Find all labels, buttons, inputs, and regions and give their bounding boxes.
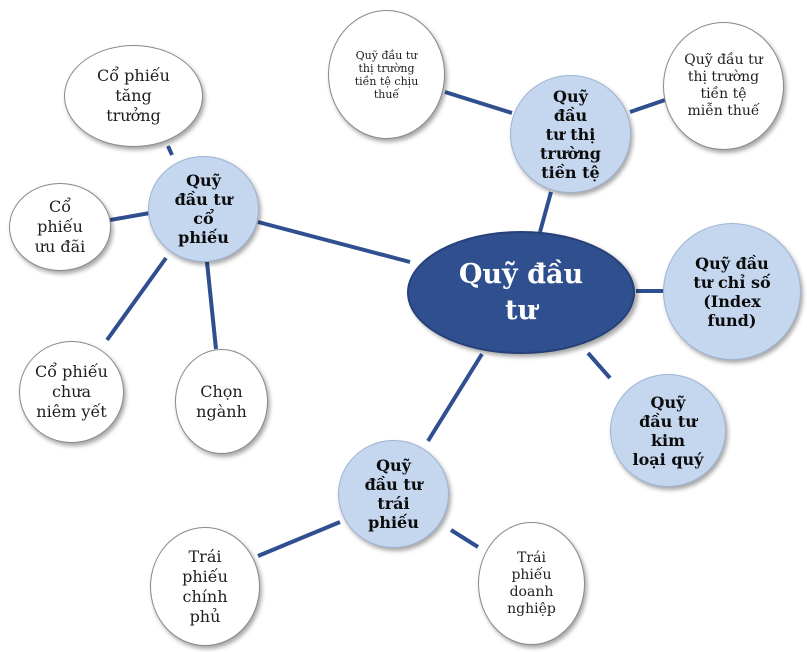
connector-stock-growth <box>166 145 174 156</box>
connector-center-stock-fund <box>257 220 411 264</box>
category-label-money-market-fund: Quỹ đầu tư thị trường tiền tệ <box>540 86 601 182</box>
leaf-node-unlisted-stock: Cổ phiếu chưa niêm yết <box>19 341 124 443</box>
center-node-label: Quỹ đầu tư <box>458 258 584 326</box>
category-node-index-fund: Quỹ đầu tư chỉ số (Index fund) <box>663 223 801 360</box>
leaf-node-preferred-stock: Cổ phiếu ưu đãi <box>9 183 111 271</box>
leaf-node-choose-sector: Chọn ngành <box>175 349 268 454</box>
leaf-node-taxable-money-market: Quỹ đầu tư thị trường tiền tệ chịu thuế <box>328 10 445 139</box>
leaf-label-choose-sector: Chọn ngành <box>196 381 247 421</box>
leaf-label-preferred-stock: Cổ phiếu ưu đãi <box>34 197 86 256</box>
connector-center-money-market <box>538 191 553 233</box>
connector-bond-corporate <box>449 528 480 549</box>
center-node-investment-fund: Quỹ đầu tư <box>407 231 635 354</box>
leaf-label-corporate-bond: Trái phiếu doanh nghiệp <box>507 549 556 617</box>
category-node-money-market-fund: Quỹ đầu tư thị trường tiền tệ <box>510 75 631 193</box>
connector-stock-sector <box>205 261 218 350</box>
category-label-index-fund: Quỹ đầu tư chỉ số (Index fund) <box>693 253 771 330</box>
leaf-node-government-bond: Trái phiếu chính phủ <box>150 527 260 646</box>
category-node-precious-metal-fund: Quỹ đầu tư kim loại quý <box>610 374 726 487</box>
connector-stock-unlisted <box>105 256 168 342</box>
connector-money-taxable <box>444 90 513 115</box>
category-label-bond-fund: Quỹ đầu tư trái phiếu <box>364 456 423 532</box>
leaf-label-tax-exempt-money-market: Quỹ đầu tư thị trường tiền tệ miễn thuế <box>684 52 763 119</box>
category-node-stock-fund: Quỹ đầu tư cổ phiếu <box>148 156 259 262</box>
connector-stock-preferred <box>109 211 151 222</box>
category-label-stock-fund: Quỹ đầu tư cổ phiếu <box>174 171 233 247</box>
leaf-label-taxable-money-market: Quỹ đầu tư thị trường tiền tệ chịu thuế <box>354 48 419 101</box>
leaf-label-government-bond: Trái phiếu chính phủ <box>182 546 228 626</box>
leaf-node-tax-exempt-money-market: Quỹ đầu tư thị trường tiền tệ miễn thuế <box>663 22 784 150</box>
connector-money-taxexempt <box>629 98 666 114</box>
connector-center-precious-metal <box>586 351 612 380</box>
connector-center-bond-fund <box>426 352 484 443</box>
category-label-precious-metal-fund: Quỹ đầu tư kim loại quý <box>632 392 704 469</box>
leaf-label-unlisted-stock: Cổ phiếu chưa niêm yết <box>35 362 108 421</box>
connector-bond-government <box>257 520 341 558</box>
leaf-node-corporate-bond: Trái phiếu doanh nghiệp <box>478 522 585 645</box>
leaf-node-growth-stock: Cổ phiếu tăng trưởng <box>64 45 203 147</box>
category-node-bond-fund: Quỹ đầu tư trái phiếu <box>338 440 449 548</box>
leaf-label-growth-stock: Cổ phiếu tăng trưởng <box>97 66 170 125</box>
